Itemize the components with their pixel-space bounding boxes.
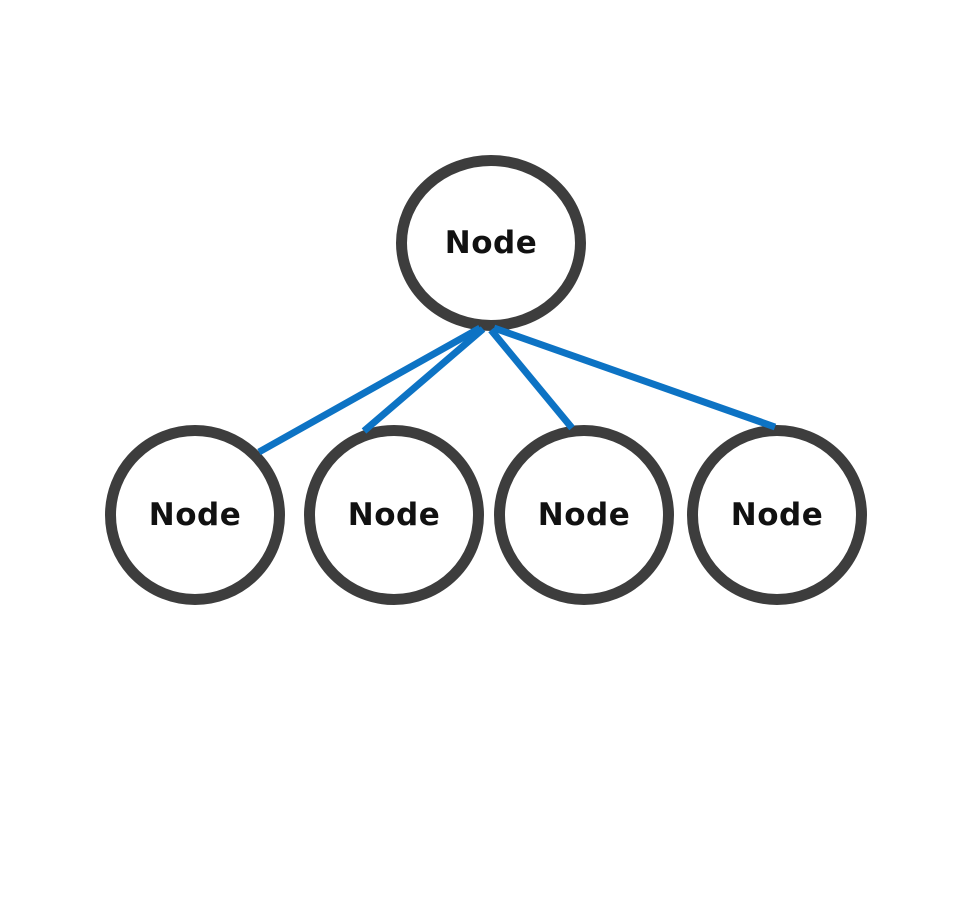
edge-parent-to-child-4 — [492, 324, 777, 431]
edge-parent-to-child-1 — [257, 324, 482, 456]
node-circle — [396, 155, 586, 331]
node-label: Node — [538, 497, 630, 533]
edge-parent-to-child-2 — [361, 326, 486, 434]
diagram-node-child-3: Node — [494, 425, 674, 605]
diagram-node-parent: Node — [396, 155, 586, 331]
node-circle — [304, 425, 484, 605]
node-label: Node — [348, 497, 440, 533]
node-label: Node — [731, 497, 823, 533]
edges-layer — [257, 324, 777, 456]
diagram-node-child-4: Node — [687, 425, 867, 605]
node-circle — [687, 425, 867, 605]
edge-parent-to-child-3 — [488, 327, 575, 431]
node-circle — [105, 425, 285, 605]
node-circle — [494, 425, 674, 605]
node-label: Node — [445, 225, 537, 261]
diagram-node-child-1: Node — [105, 425, 285, 605]
diagram-node-child-2: Node — [304, 425, 484, 605]
node-label: Node — [149, 497, 241, 533]
